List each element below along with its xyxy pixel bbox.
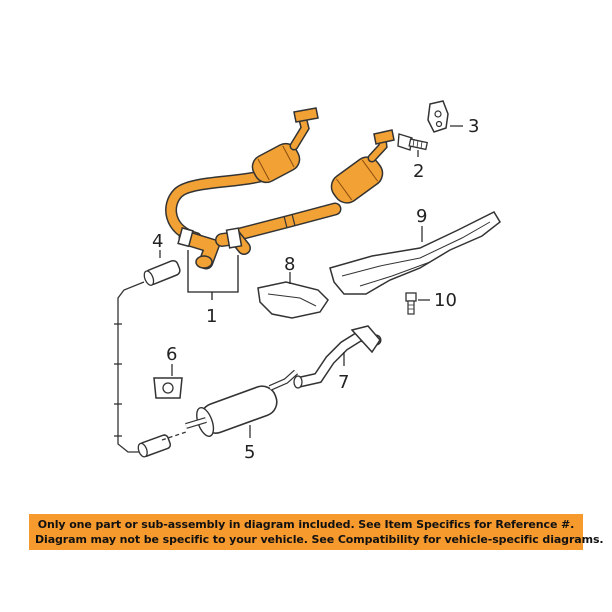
- callout-8: 8: [284, 254, 295, 275]
- callout-1: 1: [206, 306, 217, 327]
- routing-dash-line: [117, 281, 145, 453]
- intermediate-pipe-part: [293, 325, 382, 389]
- insulator-part: [153, 364, 183, 399]
- stud-part: [405, 292, 430, 315]
- callout-2: 2: [413, 161, 424, 182]
- callout-7: 7: [338, 372, 349, 393]
- clamp-sleeve-part: [143, 250, 181, 286]
- callout-3: 3: [468, 116, 479, 137]
- callout-6: 6: [166, 344, 177, 365]
- disclaimer-line-1: Only one part or sub-assembly in diagram…: [37, 518, 575, 531]
- heat-shield-part: [257, 272, 329, 319]
- callout-1-leader: [187, 250, 239, 300]
- disclaimer-banner: Only one part or sub-assembly in diagram…: [29, 514, 604, 550]
- muffler-part: [137, 369, 299, 458]
- callout-10: 10: [434, 290, 457, 311]
- front-exhaust-pipe-assembly: [165, 107, 395, 270]
- hanger-bracket-part: [427, 100, 463, 133]
- floor-shield-part: [329, 211, 501, 295]
- disclaimer-line-2: Diagram may not be specific to your vehi…: [35, 533, 604, 546]
- callout-5: 5: [244, 442, 255, 463]
- bolt-part: [397, 133, 429, 157]
- callout-9: 9: [416, 206, 427, 227]
- callout-4: 4: [152, 231, 163, 252]
